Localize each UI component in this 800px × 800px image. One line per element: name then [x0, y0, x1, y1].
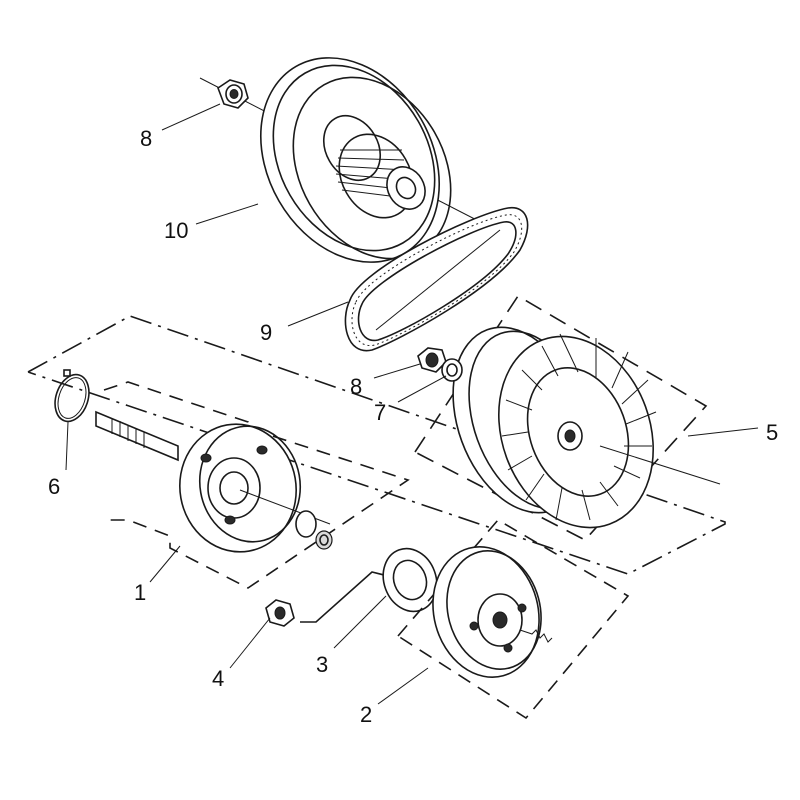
callout-7: 7: [374, 400, 386, 425]
circlip: [54, 369, 90, 423]
drive-pulley-fan: [452, 326, 721, 529]
callout-4: 4: [212, 666, 224, 691]
callout-1: 1: [134, 580, 146, 605]
callout-3: 3: [316, 652, 328, 677]
callout-8-mid: 8: [350, 374, 362, 399]
callout-2: 2: [360, 702, 372, 727]
leader-lines: [65, 103, 759, 705]
clutch-shoes: [432, 546, 553, 678]
callout-5: 5: [766, 420, 778, 445]
callout-10: 10: [164, 218, 188, 243]
callout-9: 9: [260, 320, 272, 345]
nut-bottom: [265, 599, 295, 627]
clutch-housing: [95, 410, 333, 553]
driven-pulley: [199, 57, 501, 263]
callout-6: 6: [48, 474, 60, 499]
bearing-link-line: [300, 571, 389, 623]
drive-belt: [344, 207, 529, 352]
nut-top: [217, 79, 249, 109]
bearing: [382, 547, 438, 613]
washer: [441, 358, 463, 382]
callout-8-top: 8: [140, 126, 152, 151]
assembly-outline: [27, 315, 726, 575]
nut-mid: [417, 347, 447, 373]
